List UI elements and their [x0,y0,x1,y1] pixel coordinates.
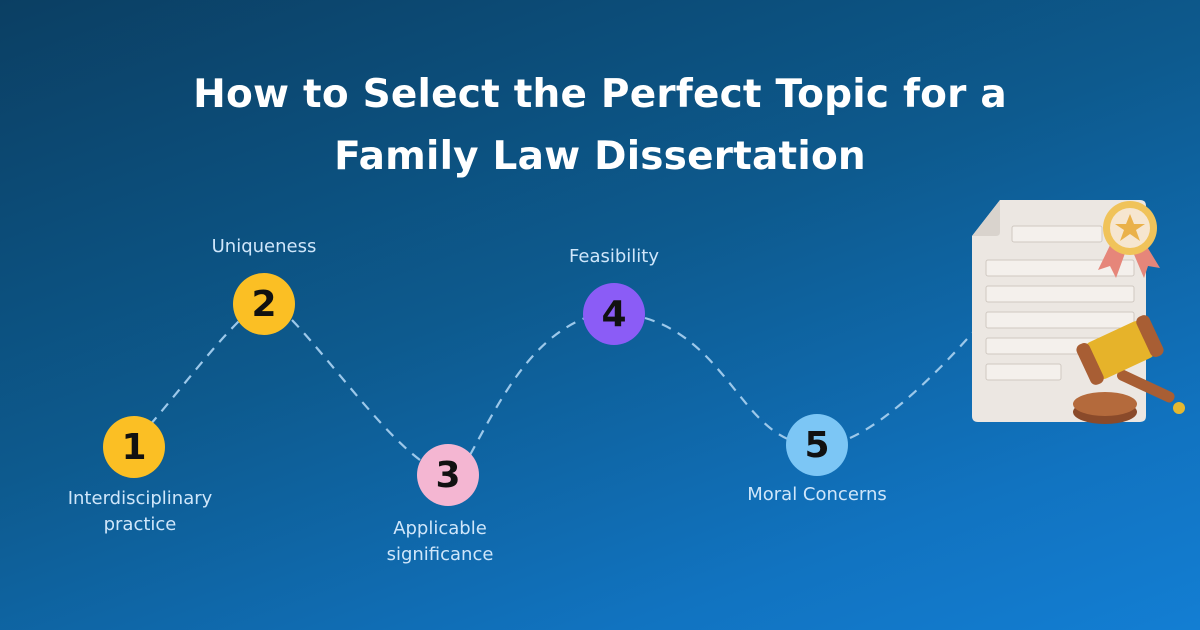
step-1-badge: 1 [103,416,165,478]
certificate-with-gavel-icon [972,200,1185,424]
step-3-badge: 3 [417,444,479,506]
title-line-2: Family Law Dissertation [334,134,866,179]
step-5-label: Moral Concerns [747,484,887,505]
step-4-badge: 4 [583,283,645,345]
title-line-1: How to Select the Perfect Topic for a [193,72,1007,117]
page-title: How to Select the Perfect Topic for a Fa… [0,64,1200,188]
step-2-label: Uniqueness [211,236,317,257]
step-5-badge: 5 [786,414,848,476]
step-4-label: Feasibility [569,246,659,267]
step-2-badge: 2 [233,273,295,335]
